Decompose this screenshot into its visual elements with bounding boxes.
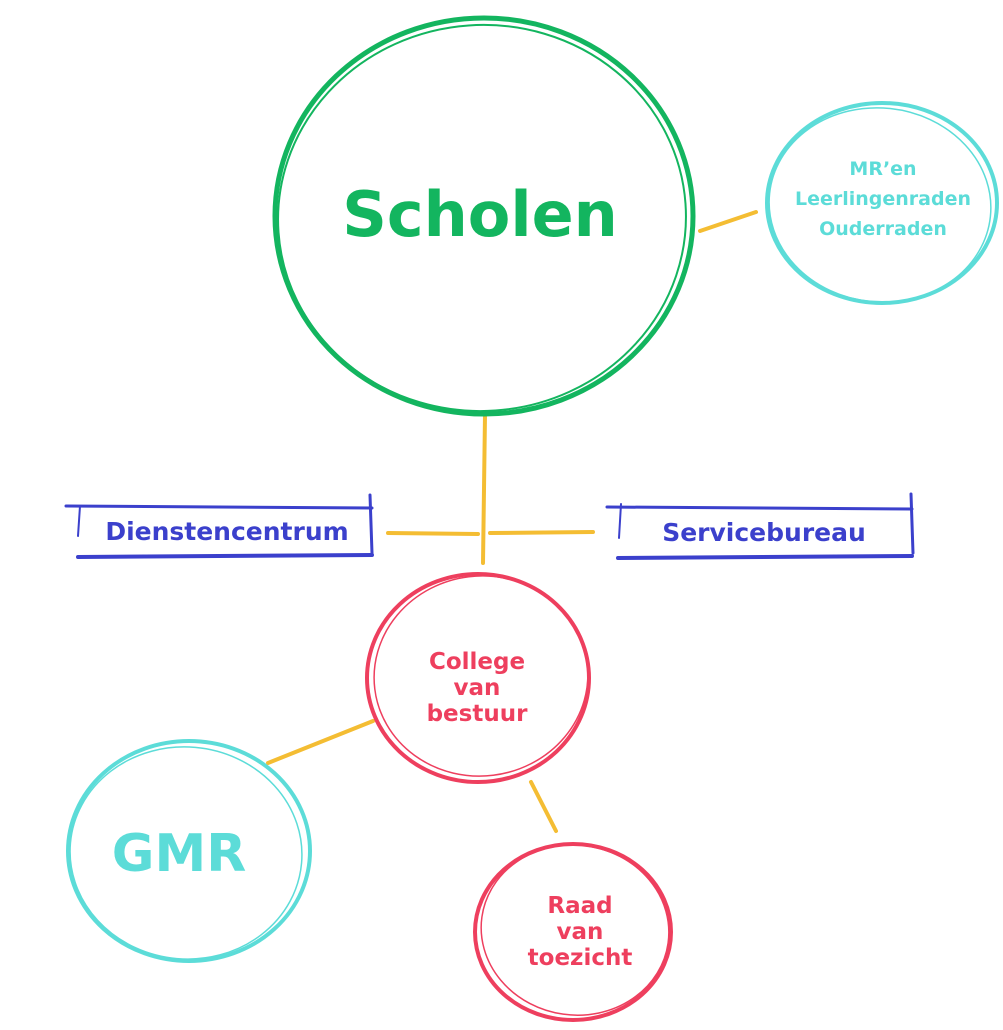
servicebureau-right-border [909,492,915,555]
gmr-circle [66,739,312,963]
dienstencentrum-bottom-border [76,553,374,559]
college-label-line-3: bestuur [427,701,528,727]
servicebureau-top-border [605,505,914,511]
servicebureau-bottom-border [616,554,914,560]
mr-label-line-2: Leerlingenraden [795,188,971,210]
dienstencentrum-right-border [368,493,374,555]
node-servicebureau: Servicebureau [605,492,915,560]
servicebureau-label: Servicebureau [662,518,866,547]
raad-circle [473,842,673,1022]
node-mr-en: MR’en Leerlingenraden Ouderraden [765,101,999,305]
raad-circle-sketch [480,844,670,1016]
dienstencentrum-label: Dienstencentrum [105,517,348,546]
node-scholen: Scholen [272,15,696,417]
scholen-label: Scholen [342,178,618,251]
connector-college-gmr [266,719,375,765]
scholen-circle [272,15,696,417]
dienstencentrum-left-border [77,505,81,537]
raad-label-line-1: Raad [547,893,612,919]
scholen-circle-sketch [277,23,687,413]
college-label-line-1: College [429,649,525,675]
connector-servicebureau [488,530,595,535]
node-college-van-bestuur: College van bestuur [365,572,591,784]
node-gmr: GMR [66,739,312,963]
connector-scholen-college [481,413,487,565]
gmr-circle-sketch [69,746,303,960]
mr-label-line-1: MR’en [849,158,916,180]
raad-label-line-3: toezicht [528,945,633,971]
connector-scholen-mr [698,210,758,233]
connectors [266,210,758,833]
college-circle [365,572,591,784]
gmr-label: GMR [112,824,246,884]
connector-college-raad [529,780,558,833]
mr-label-line-3: Ouderraden [819,218,947,240]
node-raad-van-toezicht: Raad van toezicht [473,842,673,1022]
connector-dienstencentrum [386,531,480,536]
college-circle-sketch [373,575,589,777]
servicebureau-left-border [618,503,622,539]
node-dienstencentrum: Dienstencentrum [64,493,374,559]
mr-circle [765,101,999,305]
mr-circle-sketch [768,107,992,303]
college-label-line-2: van [454,675,501,701]
raad-label-line-2: van [557,919,604,945]
dienstencentrum-top-border [64,504,374,510]
